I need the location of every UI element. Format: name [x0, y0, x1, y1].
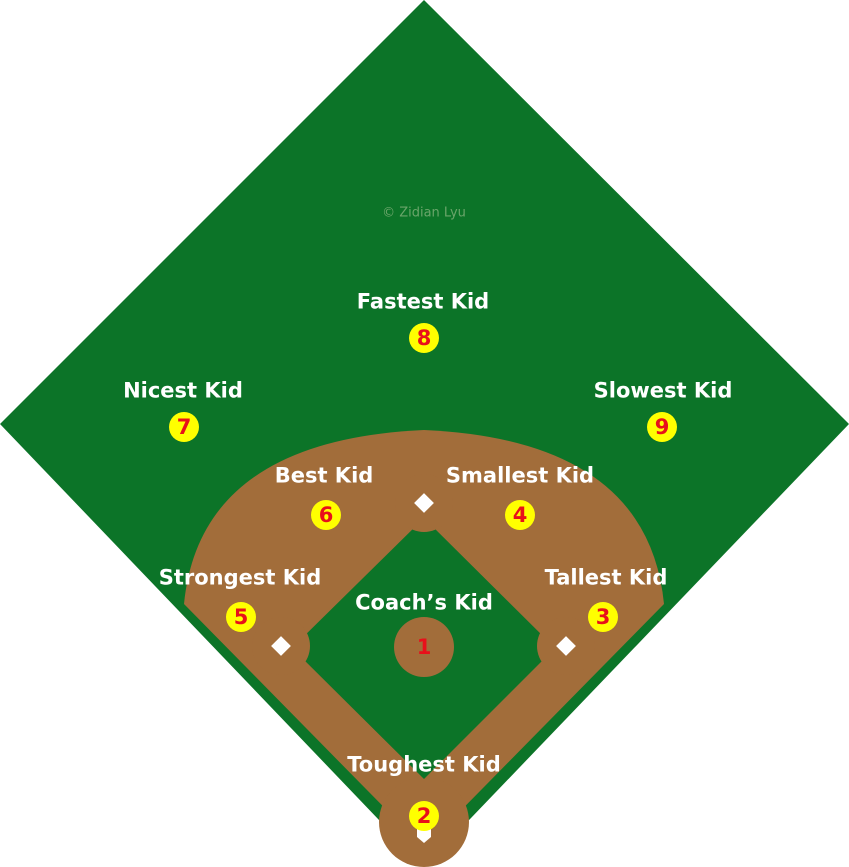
position-marker-3: 3	[588, 602, 618, 632]
position-label-2: Toughest Kid	[347, 752, 501, 777]
position-label-6: Best Kid	[274, 463, 374, 488]
first-base	[556, 636, 576, 656]
position-marker-8: 8	[409, 323, 439, 353]
watermark: © Zidian Lyu	[382, 205, 466, 221]
position-label-8: Fastest Kid	[356, 289, 490, 314]
pitchers-mound	[394, 617, 454, 677]
position-label-1: Coach’s Kid	[355, 590, 493, 615]
third-base	[271, 636, 291, 656]
position-label-5: Strongest Kid	[158, 565, 322, 590]
position-marker-2: 2	[409, 801, 439, 831]
second-base	[414, 493, 434, 513]
position-marker-4: 4	[505, 500, 535, 530]
position-marker-1: 1	[416, 634, 432, 659]
position-marker-5: 5	[226, 602, 256, 632]
position-label-9: Slowest Kid	[593, 378, 733, 403]
position-label-3: Tallest Kid	[544, 565, 668, 590]
position-marker-6: 6	[311, 500, 341, 530]
position-label-7: Nicest Kid	[123, 378, 243, 403]
home-plate	[417, 829, 431, 843]
position-marker-7: 7	[169, 412, 199, 442]
position-label-4: Smallest Kid	[445, 463, 595, 488]
position-marker-9: 9	[647, 412, 677, 442]
